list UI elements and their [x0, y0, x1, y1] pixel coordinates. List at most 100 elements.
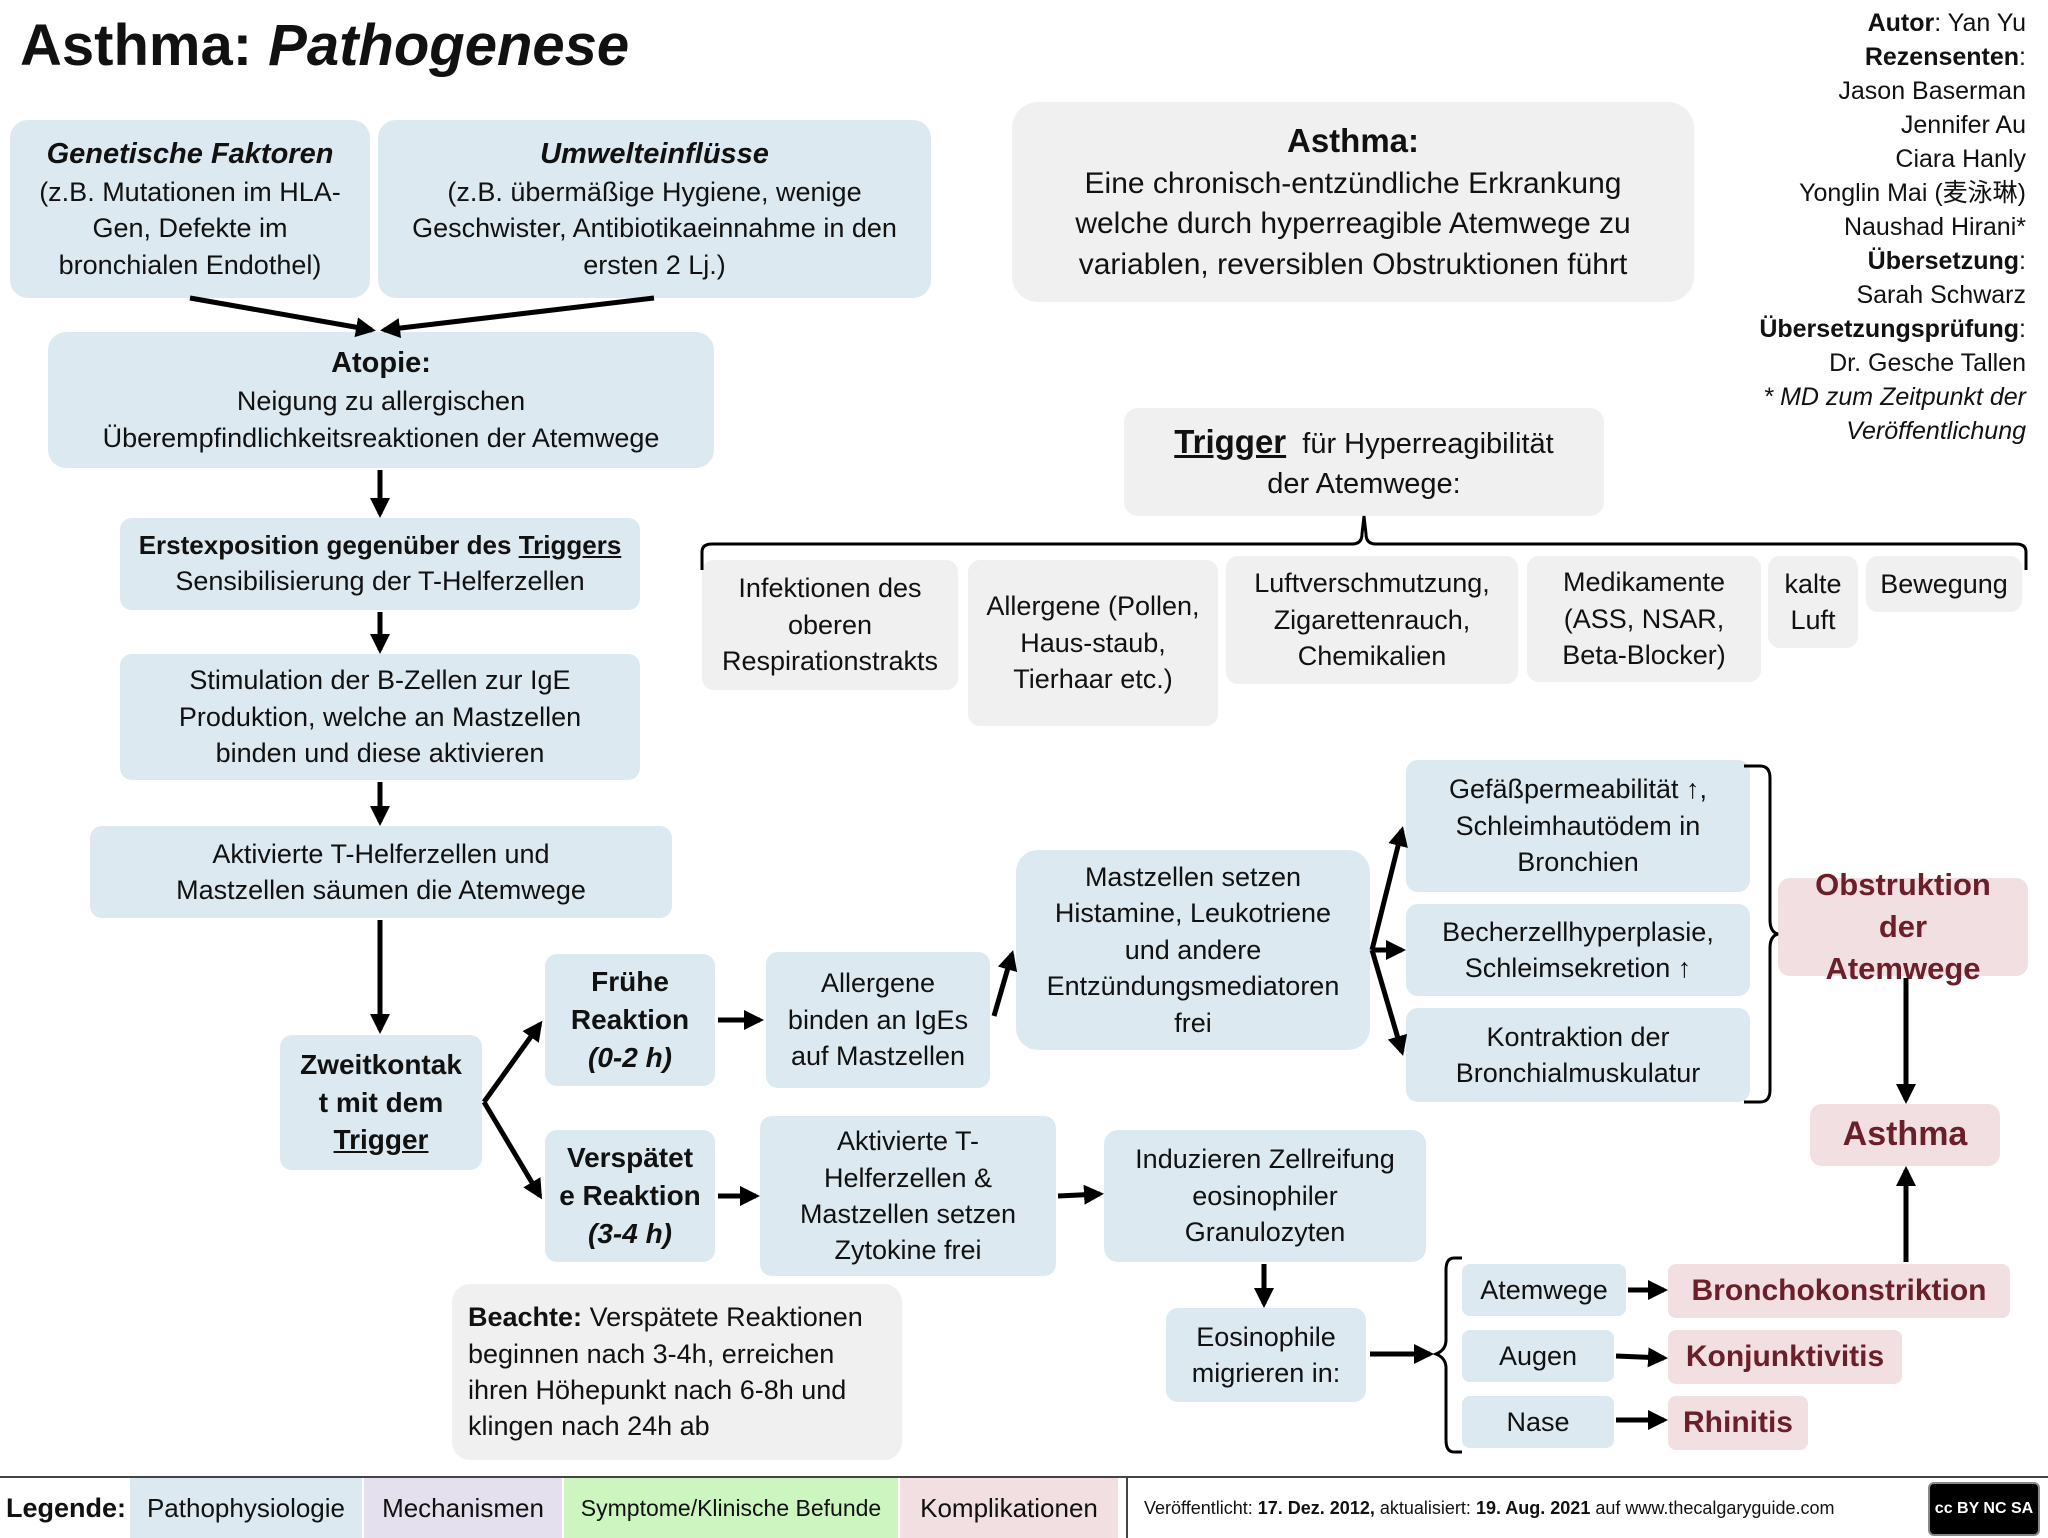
genetic-title: Genetische Faktoren: [46, 137, 334, 170]
allergens-bind-box: Allergene binden an IgEs auf Mastzellen: [766, 952, 990, 1088]
note-text: Verspätete Reaktionen beginnen nach 3-4h…: [468, 1302, 863, 1442]
genetic-factors-box: Genetische Faktoren (z.B. Mutationen im …: [10, 120, 370, 298]
trigger-item: Medikamente (ASS, NSAR, Beta-Blocker): [1527, 556, 1761, 682]
atopy-text: Neigung zu allergischen Überempfindlichk…: [102, 386, 660, 453]
activated-cells-text: Aktivierte T-Helferzellen und Mastzellen…: [176, 838, 586, 905]
trigger-header-box: Trigger für Hyperreagibilität der Atemwe…: [1124, 408, 1604, 516]
effect-box: Kontraktion der Bronchialmuskulatur: [1406, 1008, 1750, 1102]
second-contact-line: Zweitkontak: [300, 1048, 462, 1080]
outcome-text: Bronchokonstriktion: [1691, 1273, 1987, 1307]
updated-date: 19. Aug. 2021: [1475, 1497, 1591, 1518]
obstruction-box: Obstruktion der Atemwege: [1778, 867, 2028, 986]
reviewer: Jason Baserman: [1838, 77, 2026, 105]
late-reaction-box: Verspätet e Reaktion (3-4 h): [545, 1130, 715, 1262]
legend-item: Komplikationen: [900, 1478, 1118, 1538]
translator: Sarah Schwarz: [1856, 281, 2026, 309]
trigger-item: Allergene (Pollen, Haus-staub, Tierhaar …: [968, 560, 1218, 726]
second-contact-trigger: Trigger: [333, 1124, 429, 1156]
outcome-box: Konjunktivitis: [1668, 1330, 1902, 1384]
definition-box: Asthma: Eine chronisch-entzündliche Erkr…: [1012, 102, 1694, 302]
second-contact-box: Zweitkontak t mit dem Trigger: [280, 1035, 482, 1170]
site-text: Atemwege: [1480, 1274, 1608, 1305]
arrow: [1369, 949, 1408, 1056]
effect-box: Becherzellhyperplasie, Schleimsekretion …: [1406, 904, 1750, 996]
author-label: Autor: [1867, 9, 1935, 37]
mast-release-box: Mastzellen setzen Histamine, Leukotriene…: [1016, 850, 1370, 1050]
legend-item: Pathophysiologie: [130, 1478, 362, 1538]
author-name: : Yan Yu: [1934, 9, 2026, 37]
outcome-box: Rhinitis: [1668, 1396, 1808, 1450]
effect-text: Becherzellhyperplasie, Schleimsekretion …: [1442, 916, 1714, 983]
bcell-box: Stimulation der B-Zellen zur IgE Produkt…: [120, 654, 640, 780]
genetic-text: (z.B. Mutationen im HLA-Gen, Defekte im …: [39, 176, 341, 280]
trigger-text-a: für Hyperreagibilität: [1302, 428, 1554, 461]
outcome-text: Konjunktivitis: [1685, 1339, 1885, 1373]
title-main: Asthma:: [20, 13, 253, 78]
second-contact-line: t mit dem: [318, 1086, 444, 1118]
site-text: Nase: [1506, 1406, 1570, 1437]
trigger-item: Bewegung: [1866, 556, 2022, 612]
trigger-text-b: der Atemwege:: [1267, 467, 1461, 500]
first-exposure-text: Sensibilisierung der T-Helferzellen: [175, 566, 585, 597]
outcome-text: Rhinitis: [1683, 1405, 1793, 1439]
late-time: (3-4 h): [588, 1217, 672, 1249]
effect-box: Gefäßpermeabilität ↑, Schleimhautödem in…: [1406, 760, 1750, 892]
eos-migration-box: Eosinophile migrieren in:: [1166, 1308, 1366, 1402]
review-label: Übersetzungsprüfung: [1759, 315, 2020, 343]
trigger-item: Infektionen des oberen Respirationstrakt…: [702, 560, 958, 690]
trigger-item: Luftverschmutzung, Zigarettenrauch, Chem…: [1226, 556, 1518, 684]
activated-late-text: Aktivierte T-Helferzellen & Mastzellen s…: [799, 1126, 1017, 1266]
page-title: Asthma: Pathogenese: [20, 12, 629, 79]
license-text: cc BY NC SA: [1934, 1500, 2034, 1517]
bcell-text: Stimulation der B-Zellen zur IgE Produkt…: [178, 665, 582, 769]
footnote-line: Veröffentlichung: [1846, 417, 2026, 445]
trigger-item: kalte Luft: [1768, 556, 1858, 648]
arrow: [991, 950, 1018, 1017]
trigger-text: Infektionen des oberen Respirationstrakt…: [721, 573, 939, 677]
legend-label: Legende:: [5, 1492, 126, 1523]
asthma-text: Asthma: [1842, 1115, 1968, 1154]
published-label: Veröffentlicht:: [1144, 1497, 1253, 1518]
early-line: Reaktion: [570, 1004, 690, 1036]
title-sub: Pathogenese: [268, 13, 630, 78]
activated-late-box: Aktivierte T-Helferzellen & Mastzellen s…: [760, 1116, 1056, 1276]
legend-item: Mechanismen: [364, 1478, 562, 1538]
late-line: e Reaktion: [559, 1180, 701, 1212]
early-reaction-box: Frühe Reaktion (0-2 h): [545, 954, 715, 1086]
definition-text: Eine chronisch-entzündliche Erkrankung w…: [1075, 166, 1631, 281]
mast-release-text: Mastzellen setzen Histamine, Leukotriene…: [1046, 861, 1340, 1038]
definition-title: Asthma:: [1286, 121, 1420, 159]
site-box: Atemwege: [1462, 1264, 1626, 1316]
reviewers-label: Rezensenten: [1864, 43, 2020, 71]
site-box: Augen: [1462, 1330, 1614, 1382]
atopy-title: Atopie:: [331, 346, 431, 379]
site-box: Nase: [1462, 1396, 1614, 1448]
eos-maturation-text: Induzieren Zellreifung eosinophiler Gran…: [1135, 1144, 1395, 1248]
reviewer: Jennifer Au: [1900, 111, 2026, 139]
reviewer: Yonglin Mai (麦泳琳): [1799, 179, 2026, 207]
footer-site: auf www.thecalgaryguide.com: [1595, 1497, 1835, 1518]
first-exposure-title: Erstexposition gegenüber des: [138, 530, 519, 561]
trigger-title: Trigger: [1174, 423, 1287, 461]
footer-publication: Veröffentlicht: 17. Dez. 2012, aktualisi…: [1126, 1478, 1916, 1538]
early-line: Frühe: [591, 966, 669, 998]
reviewer: Naushad Hirani*: [1843, 213, 2026, 241]
translation-label: Übersetzung: [1867, 247, 2020, 275]
early-time: (0-2 h): [588, 1041, 672, 1073]
first-exposure-box: Erstexposition gegenüber des Triggers Se…: [120, 518, 640, 610]
note-label: Beachte:: [468, 1302, 583, 1333]
legend-bar: Legende: Pathophysiologie Mechanismen Sy…: [0, 1476, 2048, 1538]
reviewer: Ciara Hanly: [1895, 145, 2026, 173]
footnote-line: * MD zum Zeitpunkt der: [1763, 383, 2026, 411]
updated-label: aktualisiert:: [1379, 1497, 1471, 1518]
arrow: [380, 295, 655, 339]
review-name: Dr. Gesche Tallen: [1829, 349, 2026, 377]
arrow: [1615, 1347, 1668, 1368]
arrow: [1057, 1184, 1104, 1205]
trigger-text: Allergene (Pollen, Haus-staub, Tierhaar …: [986, 591, 1200, 695]
first-exposure-trigger: Triggers: [518, 530, 622, 561]
arrow: [481, 1020, 543, 1104]
eos-migration-text: Eosinophile migrieren in:: [1191, 1321, 1341, 1388]
site-text: Augen: [1498, 1340, 1578, 1371]
atopy-box: Atopie: Neigung zu allergischen Überempf…: [48, 332, 714, 468]
